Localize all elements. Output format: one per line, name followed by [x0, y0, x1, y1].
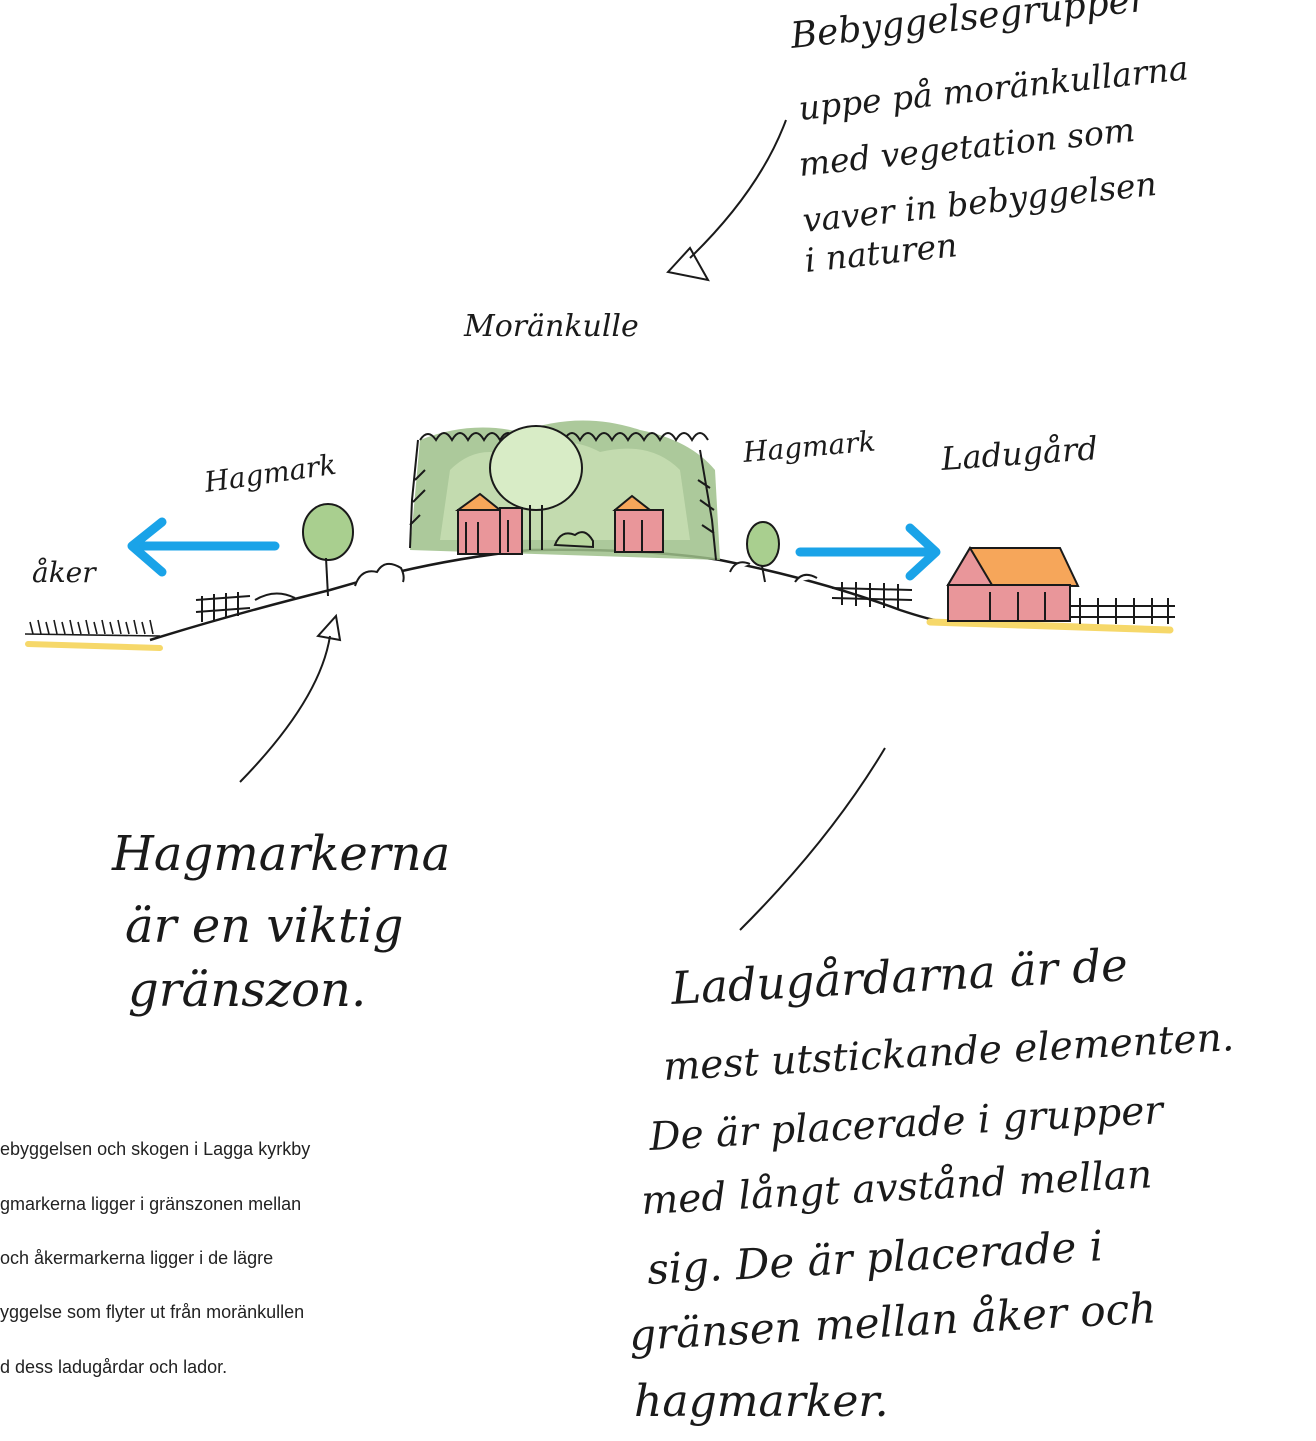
fence-right-1 — [831, 582, 913, 610]
label-ladugardarna-3: med långt avstånd mellan — [640, 1152, 1153, 1224]
label-ladugard: Ladugård — [939, 429, 1099, 478]
forest — [409, 420, 720, 561]
label-moranhulle: Moränkulle — [463, 309, 639, 344]
field-right — [926, 618, 1174, 634]
arrow-bebyggelse — [666, 119, 787, 282]
arrow-to-ladugard — [795, 523, 941, 581]
label-ladugardarna-1: mest utstickande elementen. — [662, 1015, 1235, 1090]
label-hagmark-left: Hagmark — [201, 448, 338, 499]
label-ladugardarna-5: gränsen mellan åker och — [628, 1283, 1157, 1360]
fence-left — [195, 592, 296, 622]
label-hagmarkerna-0: Hagmarkerna — [111, 826, 450, 882]
arrow-ladugardarna — [739, 747, 886, 931]
fence-right-2 — [1070, 598, 1175, 624]
label-hagmarkerna-1: är en viktig — [125, 898, 403, 954]
label-bebyggelse-0: Bebyggelsegrupper — [788, 0, 1151, 57]
label-ladugardarna-6: hagmarker. — [634, 1376, 889, 1427]
bushes — [354, 561, 818, 587]
label-hagmark-right: Hagmark — [741, 425, 877, 470]
paragraph-line-0: ebyggelsen och skogen i Lagga kyrkby — [0, 1139, 310, 1159]
barn — [946, 546, 1080, 622]
arrow-hagmarkerna — [239, 613, 342, 783]
label-aker: åker — [32, 556, 97, 589]
paragraph-line-2: och åkermarkerna ligger i de lägre — [0, 1248, 273, 1268]
tree-left — [302, 503, 354, 597]
label-ladugardarna-4: sig. De är placerade i — [646, 1221, 1104, 1294]
house-2 — [612, 494, 664, 553]
label-ladugardarna-0: Ladugårdarna är de — [669, 938, 1129, 1015]
label-ladugardarna-2: De är placerade i grupper — [647, 1088, 1166, 1160]
grass-hatch — [24, 619, 161, 637]
house-1 — [454, 492, 523, 555]
paragraph-line-3: yggelse som flyter ut från moränkullen — [0, 1302, 304, 1322]
tree-right — [746, 521, 780, 583]
paragraph-line-1: gmarkerna ligger i gränszonen mellan — [0, 1194, 301, 1214]
paragraph-line-4: d dess ladugårdar och lador. — [0, 1357, 227, 1377]
field-left — [25, 641, 163, 651]
arrow-to-aker — [127, 517, 280, 577]
label-hagmarkerna-2: gränszon. — [128, 962, 366, 1018]
